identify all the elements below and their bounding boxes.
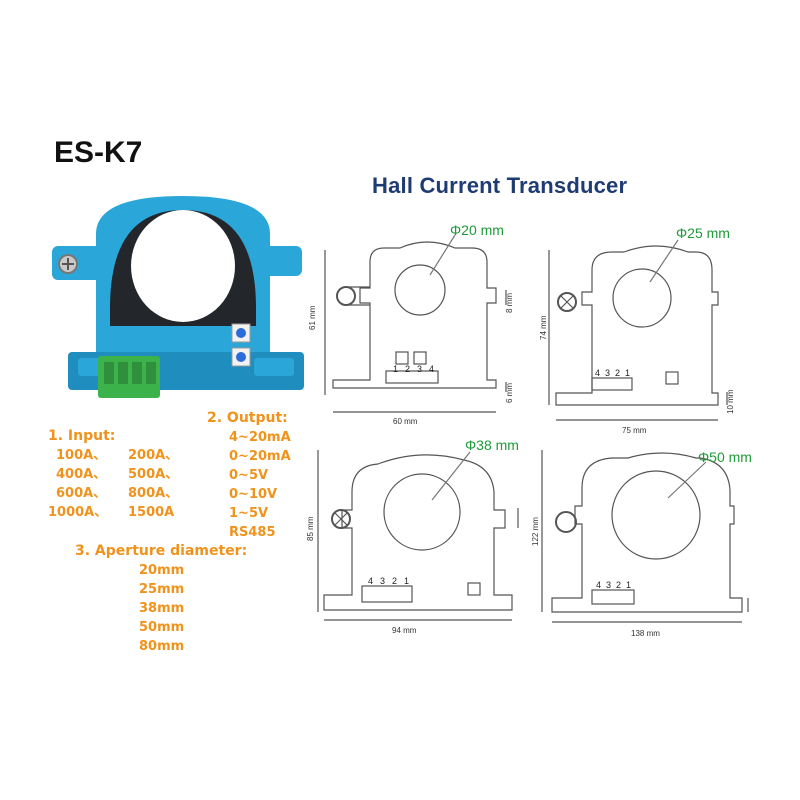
drawing-25mm (548, 239, 728, 421)
input-value: 400A、 (56, 467, 107, 482)
output-value: 4~20mA (229, 430, 291, 445)
input-value: 600A、 (56, 486, 107, 501)
pin-label: 4 (368, 576, 373, 586)
aperture-heading: 3. Aperture diameter: (75, 543, 248, 559)
pin-label: 3 (380, 576, 385, 586)
pin-label: 4 (595, 368, 600, 378)
input-value: 800A、 (128, 486, 179, 501)
aperture-value: 50mm (139, 620, 185, 635)
output-value: 0~20mA (229, 449, 291, 464)
aperture-label-50: Φ50 mm (698, 449, 752, 465)
bottom-dim-25: 10 mm (726, 389, 735, 414)
height-dim-50: 122 mm (531, 517, 540, 546)
aperture-hole (131, 210, 235, 322)
output-value: 0~5V (229, 468, 269, 483)
aperture-value: 25mm (139, 582, 185, 597)
input-value: 100A、 (56, 448, 107, 463)
input-heading: 1. Input: (48, 428, 116, 444)
aperture-label-25: Φ25 mm (676, 225, 730, 241)
input-value: 500A、 (128, 467, 179, 482)
pin-label: 2 (616, 580, 621, 590)
pin-label: 2 (405, 364, 410, 374)
aperture-value: 20mm (139, 563, 185, 578)
input-value: 1500A (128, 505, 175, 520)
pin-label: 2 (392, 576, 397, 586)
top-dim-20: 8 mm (505, 293, 514, 313)
aperture-value: 80mm (139, 639, 185, 654)
pin-label: 3 (605, 368, 610, 378)
model-name: ES-K7 (54, 136, 143, 169)
pin-label: 1 (626, 580, 631, 590)
pin-label: 1 (625, 368, 630, 378)
pin-label: 4 (596, 580, 601, 590)
width-dim-38: 94 mm (392, 626, 417, 635)
width-dim-20: 60 mm (393, 417, 418, 426)
output-value: RS485 (229, 525, 276, 540)
input-value: 200A、 (128, 448, 179, 463)
height-dim-38: 85 mm (306, 516, 315, 541)
output-value: 0~10V (229, 487, 278, 502)
drawing-20mm (324, 234, 507, 413)
drawing-38mm (317, 450, 519, 621)
aperture-spec: 3. Aperture diameter: 20mm 25mm 38mm 50m… (75, 542, 247, 656)
pin-label: 1 (393, 364, 398, 374)
aperture-value: 38mm (139, 601, 185, 616)
aperture-label-38: Φ38 mm (465, 437, 519, 453)
width-dim-50: 138 mm (631, 629, 660, 638)
height-dim-20: 61 mm (308, 305, 317, 330)
output-spec: 2. Output: 4~20mA 0~20mA 0~5V 0~10V 1~5V… (207, 409, 291, 542)
pin-label: 4 (429, 364, 434, 374)
drawing-50mm (541, 450, 749, 623)
bottom-dim-20: 6 mm (505, 383, 514, 403)
input-value: 1000A、 (48, 505, 108, 520)
product-title: Hall Current Transducer (372, 173, 628, 198)
output-value: 1~5V (229, 506, 269, 521)
height-dim-25: 74 mm (539, 315, 548, 340)
pin-label: 3 (417, 364, 422, 374)
input-spec: 1. Input: 100A、 200A、 400A、 500A、 600A、 … (48, 427, 198, 522)
output-heading: 2. Output: (207, 410, 288, 426)
product-photo (52, 196, 304, 398)
aperture-label-20: Φ20 mm (450, 222, 504, 238)
pin-label: 2 (615, 368, 620, 378)
width-dim-25: 75 mm (622, 426, 647, 435)
pin-label: 1 (404, 576, 409, 586)
pin-label: 3 (606, 580, 611, 590)
